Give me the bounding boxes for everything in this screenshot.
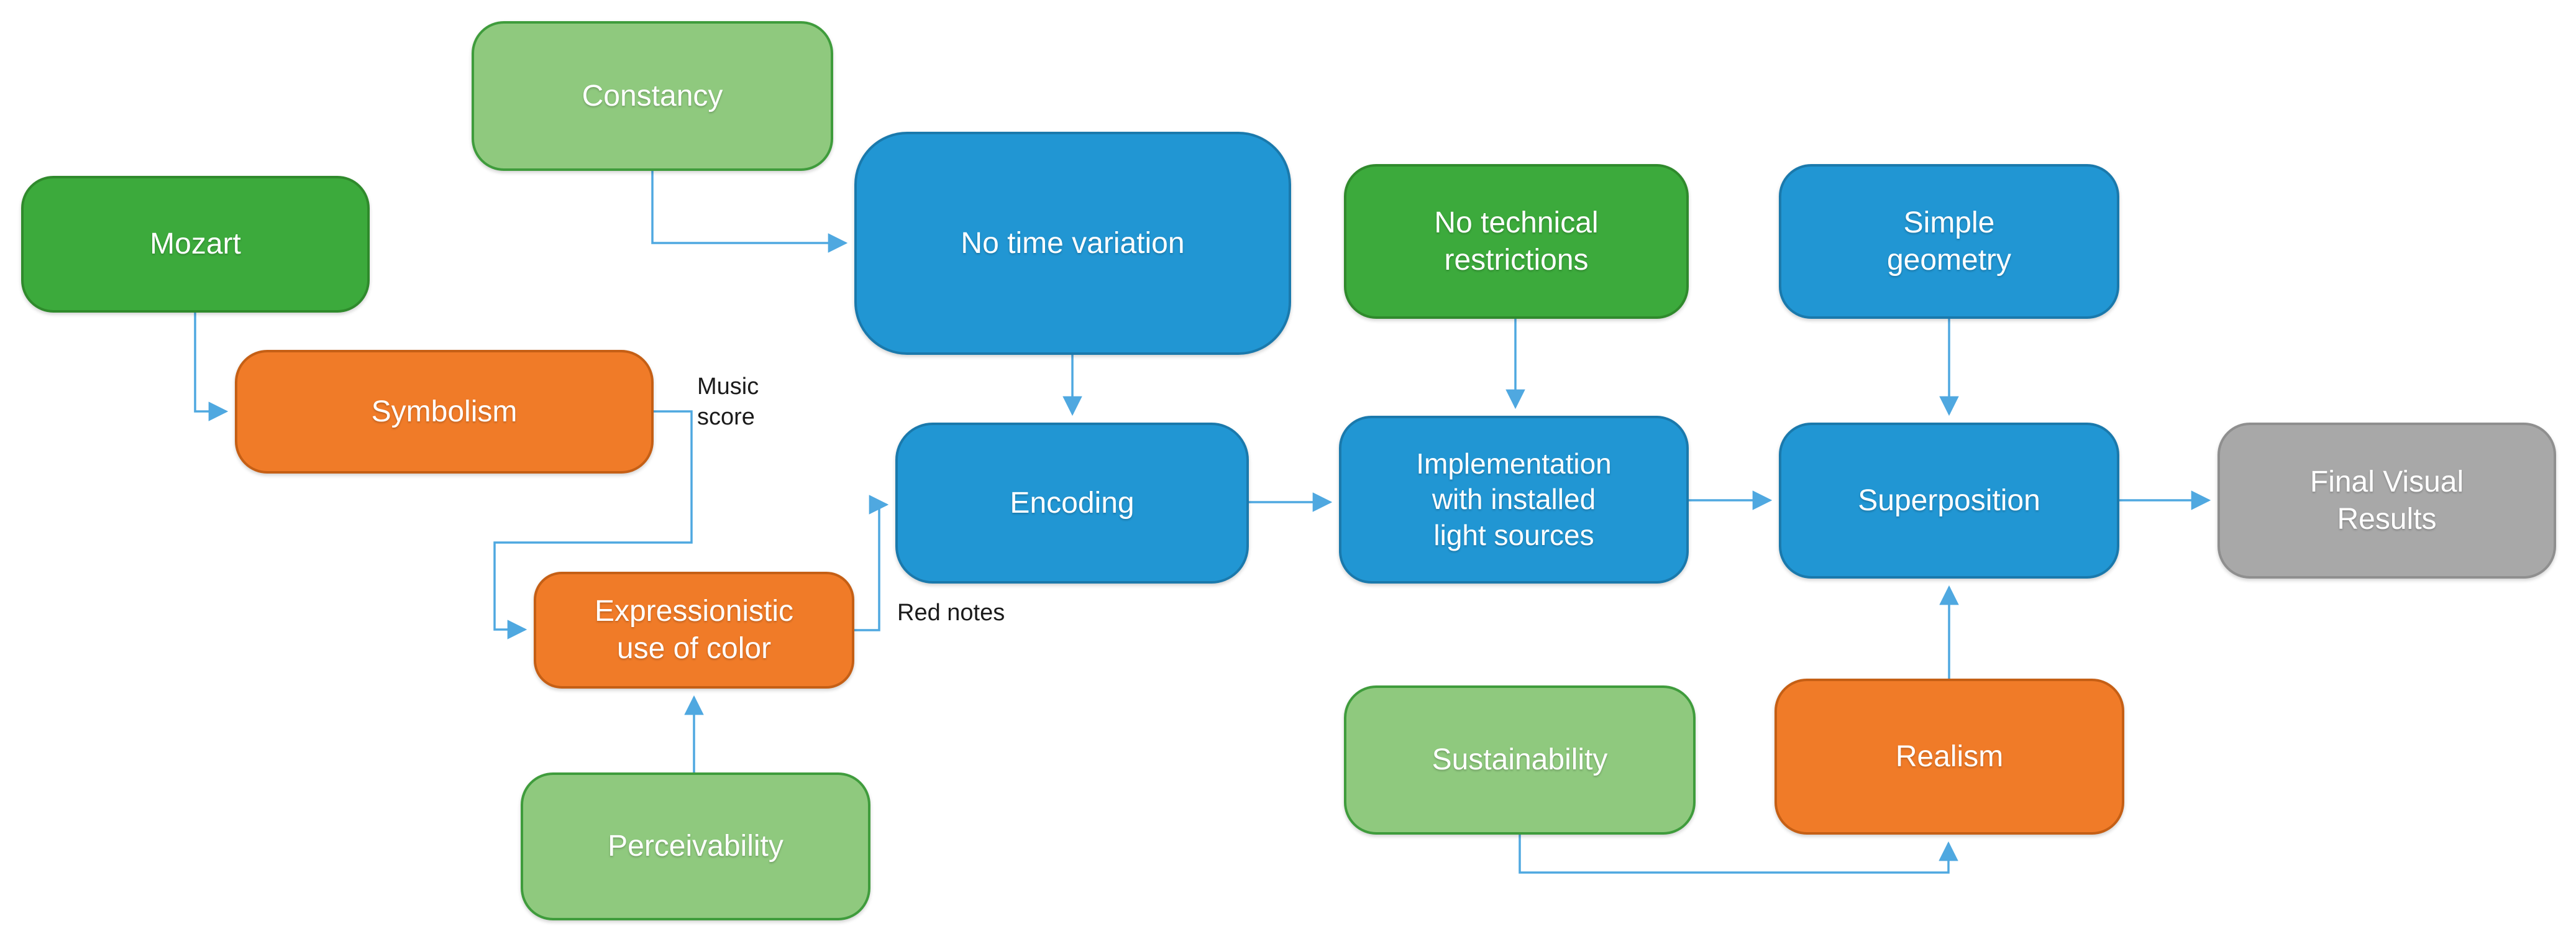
- node-label: Implementation with installed light sour…: [1416, 447, 1612, 551]
- node-label: Final Visual Results: [2309, 465, 2464, 536]
- node-label: Sustainability: [1432, 743, 1608, 776]
- node-label: Mozart: [150, 227, 241, 260]
- node-implementation-with-installed-light-sources: Implementation with installed light sour…: [1339, 416, 1689, 584]
- node-label: Superposition: [1858, 483, 2040, 517]
- node-expressionistic-use-of-color: Expressionistic use of color: [534, 572, 854, 689]
- node-constancy: Constancy: [472, 21, 833, 171]
- node-label: Constancy: [582, 79, 723, 112]
- connector-mozart-symbolism: [194, 313, 229, 421]
- connector-symbolism-expressionistic: [493, 410, 693, 639]
- node-symbolism: Symbolism: [235, 350, 654, 474]
- node-final-visual-results: Final Visual Results: [2217, 423, 2556, 579]
- edge-label-music-score: Music score: [697, 373, 759, 431]
- node-label: Symbolism: [371, 395, 518, 428]
- node-label: Encoding: [1010, 486, 1135, 520]
- node-label: Expressionistic use of color: [594, 595, 794, 665]
- node-label: No technical restrictions: [1434, 206, 1599, 277]
- node-encoding: Encoding: [895, 423, 1249, 584]
- node-realism: Realism: [1774, 679, 2124, 835]
- node-sustainability: Sustainability: [1344, 685, 1696, 835]
- node-no-technical-restrictions: No technical restrictions: [1344, 164, 1689, 319]
- node-perceivability: Perceivability: [521, 772, 870, 920]
- node-simple-geometry: Simple geometry: [1779, 164, 2119, 319]
- node-label: Realism: [1895, 740, 2004, 773]
- node-no-time-variation: No time variation: [854, 132, 1291, 355]
- connector-expressionistic-encoding: [854, 495, 889, 631]
- connector-sustainability-realism: [1519, 835, 1958, 874]
- node-label: No time variation: [961, 226, 1185, 260]
- node-mozart: Mozart: [21, 176, 370, 313]
- node-superposition: Superposition: [1779, 423, 2119, 579]
- node-label: Perceivability: [608, 830, 783, 863]
- connector-constancy-no-time-variation: [651, 171, 848, 253]
- edge-label-red-notes: Red notes: [897, 600, 1005, 626]
- node-label: Simple geometry: [1886, 206, 2012, 277]
